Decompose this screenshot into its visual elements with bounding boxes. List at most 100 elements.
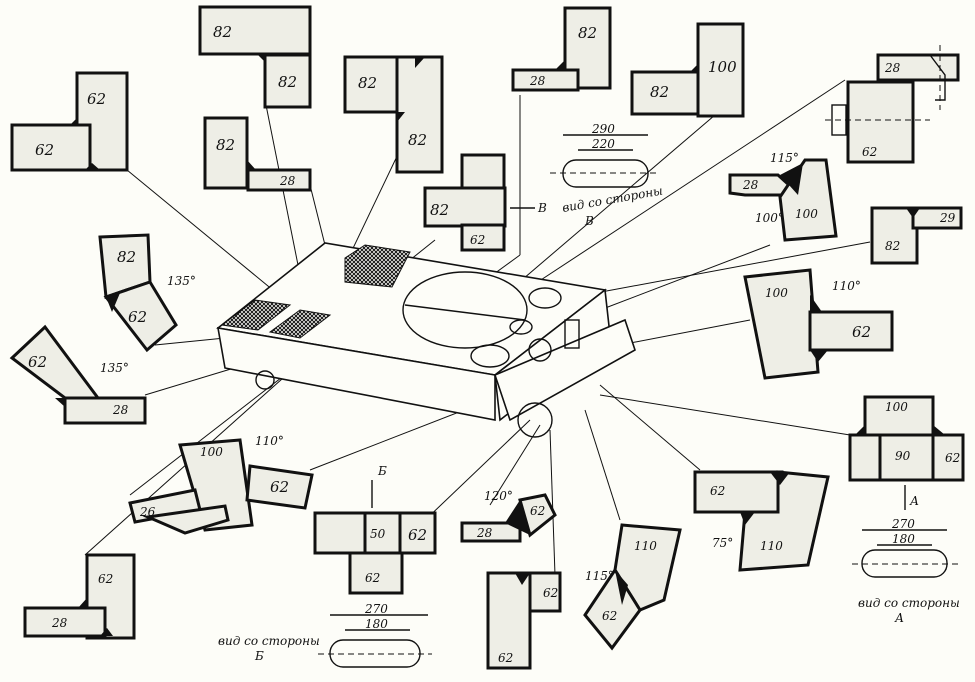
- svg-text:135°: 135°: [167, 274, 196, 288]
- svg-text:В: В: [537, 201, 547, 215]
- svg-text:270: 270: [364, 602, 388, 616]
- svg-text:110: 110: [634, 539, 657, 553]
- svg-text:28: 28: [884, 61, 901, 75]
- svg-text:62: 62: [862, 145, 877, 159]
- svg-text:100: 100: [765, 286, 788, 300]
- svg-text:62: 62: [470, 233, 485, 247]
- svg-text:62: 62: [128, 308, 147, 326]
- joint-j18: 62 62: [486, 571, 562, 670]
- svg-text:82: 82: [885, 239, 900, 253]
- joint-j15: 100 62 26 110°: [128, 434, 314, 535]
- svg-text:62: 62: [270, 478, 289, 496]
- svg-text:100: 100: [708, 58, 737, 76]
- svg-text:82: 82: [430, 201, 449, 219]
- svg-text:100°: 100°: [755, 211, 784, 225]
- svg-text:Б: Б: [377, 464, 387, 478]
- svg-text:82: 82: [650, 83, 669, 101]
- svg-text:110°: 110°: [832, 279, 861, 293]
- joint-j5: 82 62 В: [423, 153, 547, 252]
- svg-text:28: 28: [476, 526, 493, 540]
- svg-text:82: 82: [578, 24, 597, 42]
- joint-j8: 28 62: [825, 45, 960, 164]
- svg-text:82: 82: [117, 248, 136, 266]
- joint-j16: 50 62 62 Б: [313, 464, 437, 595]
- rear-grille-right: [268, 309, 332, 339]
- svg-text:вид со стороны: вид со стороны: [561, 183, 664, 214]
- svg-text:28: 28: [51, 616, 68, 630]
- hull-body: [216, 242, 636, 438]
- svg-text:62: 62: [87, 90, 106, 108]
- turret-ring: [402, 271, 528, 349]
- svg-text:100: 100: [885, 400, 908, 414]
- svg-text:вид со стороны: вид со стороны: [218, 634, 320, 648]
- svg-text:62: 62: [945, 451, 960, 465]
- svg-text:220: 220: [591, 137, 615, 151]
- joint-j12: 62 28 135°: [9, 324, 147, 425]
- joint-j14: 100 90 62 А: [848, 395, 965, 510]
- svg-text:115°: 115°: [770, 151, 799, 165]
- svg-text:100: 100: [200, 445, 223, 459]
- svg-text:62: 62: [710, 484, 725, 498]
- svg-text:62: 62: [530, 504, 545, 518]
- svg-text:180: 180: [365, 617, 388, 631]
- svg-text:82: 82: [358, 74, 377, 92]
- joint-j2: 82 82: [198, 5, 312, 109]
- svg-text:28: 28: [742, 178, 759, 192]
- svg-text:В: В: [584, 214, 594, 228]
- svg-text:75°: 75°: [712, 536, 733, 550]
- svg-text:Б: Б: [254, 649, 264, 663]
- rear-grille-left: [220, 299, 292, 331]
- svg-text:28: 28: [279, 174, 296, 188]
- svg-text:50: 50: [370, 527, 386, 541]
- svg-text:82: 82: [408, 131, 427, 149]
- svg-text:А: А: [894, 611, 904, 625]
- joint-j19: 110 62 115°: [583, 523, 682, 651]
- joint-j11: 82 62 135°: [98, 233, 196, 353]
- svg-text:100: 100: [795, 207, 818, 221]
- joint-j7: 82 100: [630, 22, 745, 118]
- joint-j9: 28 100 115° 100°: [728, 151, 838, 242]
- svg-text:90: 90: [895, 449, 911, 463]
- joint-j1: 62 62: [10, 71, 129, 172]
- svg-text:270: 270: [891, 517, 915, 531]
- svg-text:290: 290: [591, 122, 615, 136]
- joint-j13: 100 62 110°: [743, 268, 894, 380]
- joint-j10: 29 82: [870, 206, 963, 265]
- svg-text:28: 28: [112, 403, 129, 417]
- svg-text:62: 62: [28, 353, 47, 371]
- svg-text:62: 62: [543, 586, 558, 600]
- svg-text:82: 82: [278, 73, 297, 91]
- svg-text:вид со стороны: вид со стороны: [858, 596, 960, 610]
- svg-text:135°: 135°: [100, 361, 129, 375]
- svg-text:120°: 120°: [484, 489, 513, 503]
- joint-j17: 28 62 120°: [460, 489, 557, 543]
- svg-text:62: 62: [602, 609, 617, 623]
- svg-text:82: 82: [213, 23, 232, 41]
- joint-j6: 28 82: [511, 6, 612, 92]
- svg-text:62: 62: [498, 651, 513, 665]
- slot-view-a: 270 180 вид со стороны А: [852, 517, 960, 625]
- slot-view-v: 290 220 вид со стороны В: [550, 122, 664, 228]
- svg-text:110°: 110°: [255, 434, 284, 448]
- svg-text:62: 62: [35, 141, 54, 159]
- svg-text:28: 28: [529, 74, 546, 88]
- svg-text:110: 110: [760, 539, 783, 553]
- svg-text:62: 62: [365, 571, 380, 585]
- joint-j21: 62 28: [23, 553, 136, 640]
- slot-view-b: 270 180 вид со стороны Б: [218, 602, 432, 668]
- svg-text:29: 29: [939, 211, 956, 225]
- engine-grille: [344, 244, 411, 288]
- svg-text:115°: 115°: [585, 569, 614, 583]
- joint-j3: 82 28: [203, 116, 312, 192]
- svg-text:А: А: [909, 494, 919, 508]
- joint-j4: 82 82: [343, 55, 444, 174]
- svg-text:26: 26: [139, 505, 156, 519]
- svg-text:180: 180: [892, 532, 915, 546]
- svg-text:62: 62: [408, 526, 427, 544]
- svg-text:62: 62: [98, 572, 113, 586]
- svg-text:62: 62: [852, 323, 871, 341]
- svg-text:82: 82: [216, 136, 235, 154]
- joint-j20: 62 110 75°: [693, 470, 830, 572]
